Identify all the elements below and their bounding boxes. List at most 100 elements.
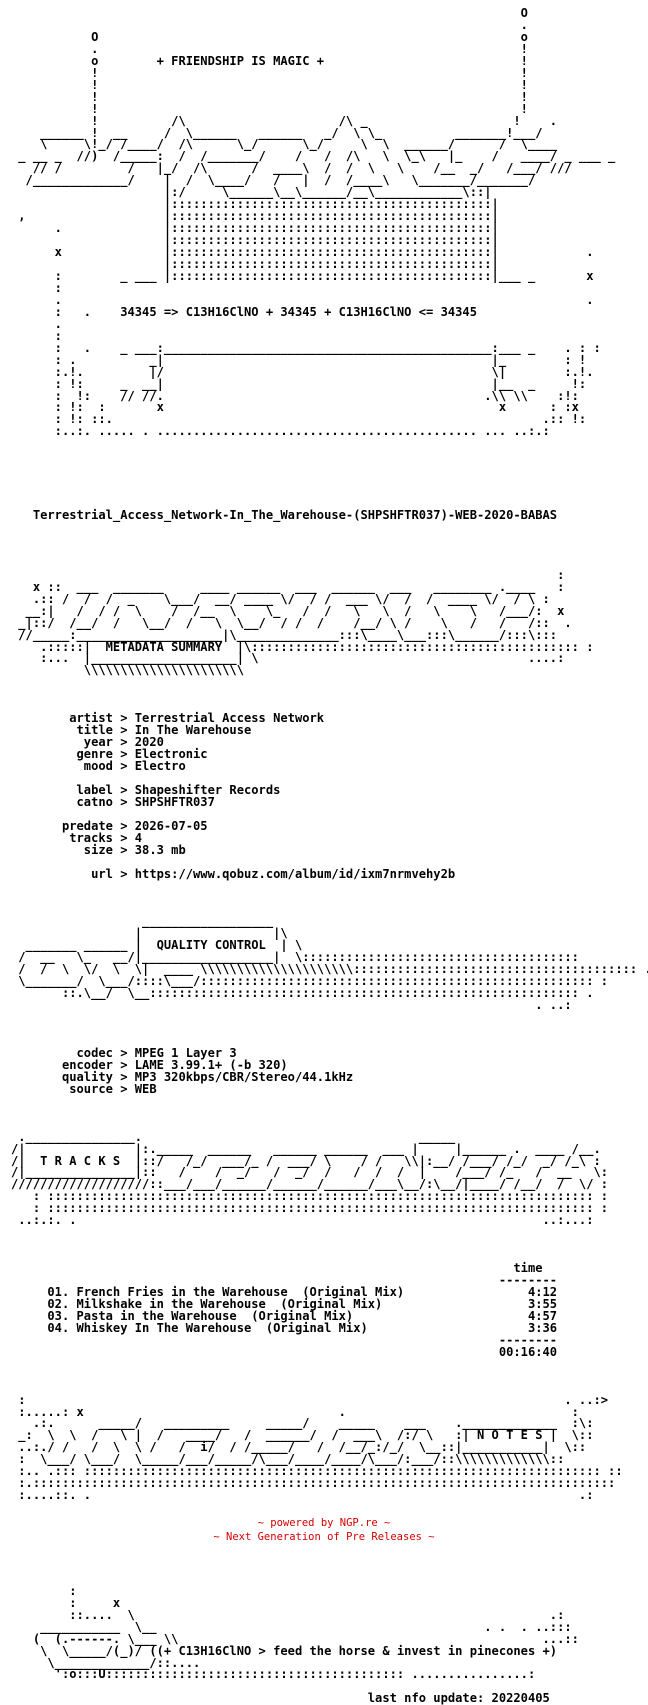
nfo-line: O — [520, 6, 528, 20]
nfo-line: / / \ \/ \ \| ____ \\\\\\\\\\\\\\\\\\\\\… — [18, 962, 648, 977]
nfo-line: _|::/ /__/ / \__/ / \ \__/ / / / /__/ \ … — [18, 615, 572, 630]
nfo-line: O o — [91, 29, 528, 44]
nfo-line: :....::. . .: — [18, 1488, 594, 1503]
nfo-line: :..:. ..... . ..........................… — [54, 424, 550, 439]
nfo-line: quality > MP3 320kbps/CBR/Stereo/44.1kHz — [61, 1069, 354, 1084]
nfo-line: ':o:::U:::::::::::::::::::::::::::::::::… — [54, 1667, 536, 1682]
nfo-line: |:::::::::::::::::::::::::::::::::::::::… — [163, 233, 499, 248]
nfo-line: url > https://www.qobuz.com/album/id/ixm… — [91, 866, 456, 881]
nfo-line: encoder > LAME 3.99.1+ (-b 320) — [61, 1057, 288, 1072]
nfo-line: codec > MPEG 1 Layer 3 — [76, 1045, 237, 1060]
nfo-line: tracks > 4 — [69, 830, 143, 845]
nfo-line: \_______/ \___/::::\___/::::::::::::::::… — [18, 974, 609, 989]
nfo-line: .:: / / / _ \___/ __/ ____ \/ / / ___ \/… — [32, 591, 550, 606]
nfo-line: : !: : x x : :x — [54, 400, 579, 415]
nfo-line: :... |____________________| \ ....: — [40, 651, 565, 666]
nfo-line: 03. Pasta in the Warehouse (Original Mix… — [47, 1308, 558, 1323]
nfo-line: ::.\__/ \__:::::::::::::::::::::::::::::… — [61, 986, 594, 1001]
nfo-line: : _ ___ |:::::::::::::::::::::::::::::::… — [54, 268, 594, 283]
nfo-line: genre > Electronic — [76, 747, 208, 762]
nfo-line: ______ ! __ / \______ ______ _/ \ \_ ___… — [40, 125, 543, 140]
nfo-line: : \___/ \___/ \_____/___/_____/\___/____… — [18, 1452, 565, 1467]
nfo-line: : — [69, 1583, 77, 1598]
nfo-line: : — [54, 328, 62, 343]
nfo-line: // / / |_/ /\ / ____\ / / \ \ /__ _/ /__… — [32, 161, 572, 176]
nfo-line: /| T R A C K S |::/ /_/ ___/_ / ___/ \ /… — [11, 1153, 601, 1168]
nfo-line: .:::::| METADATA SUMMARY |\:::::::::::::… — [40, 639, 594, 654]
nfo-line: . . — [54, 292, 594, 307]
nfo-line: title > In The Warehouse — [76, 723, 252, 738]
nfo-line: \ \!_/ /____/ /\ \_/ \_/ \ \ ______/ / \… — [40, 137, 558, 152]
nfo-line: : !: _ __| |__ _ !: — [54, 376, 587, 391]
nfo-line: last nfo update: 20220405 — [367, 1691, 550, 1705]
nfo-line: ._______________. _____ — [18, 1129, 456, 1144]
nfo-line: /| |:._____ ______ ______ ______ ___ | |… — [11, 1141, 601, 1156]
nfo-line: ///////////////////::___/___/______/____… — [11, 1177, 609, 1192]
nfo-line: ! ! — [91, 89, 528, 104]
nfo-line: /|_______________|:: / / _/ / _/ / / / /… — [11, 1165, 609, 1180]
nfo-line: : . 34345 => C13H16ClNO + 34345 + C13H16… — [54, 304, 477, 319]
nfo-line: predate > 2026-07-05 — [61, 818, 208, 833]
nfo-line: : . _ ___:______________________________… — [54, 340, 601, 355]
nfo-line: 01. French Fries in the Warehouse (Origi… — [47, 1284, 558, 1299]
nfo-line: : ::::::::::::::::::::::::::::::::::::::… — [32, 1189, 609, 1204]
nfo-line: |:::::::::::::::::::::::::::::::::::::::… — [163, 197, 499, 212]
nfo-line: |:/ \______\__\______/__\____________\::… — [163, 185, 492, 200]
nfo-line: ! ! — [91, 101, 528, 116]
nfo-line: -------- — [498, 1332, 558, 1347]
nfo-line: Terrestrial_Access_Network-In_The_Wareho… — [32, 508, 558, 523]
nfo-line: __:| / / / \ / /__ \ \_ / / \ \ / \ \ /_… — [25, 603, 565, 618]
nfo-line: time — [513, 1261, 543, 1276]
nfo-line: :.::::::::::::::::::::::::::::::::::::::… — [18, 1476, 616, 1491]
nfo-line: x :: ___ _______ ____ ______ ___ ______ … — [32, 579, 565, 594]
footer-powered-by: ~ powered by NGP.re ~ — [257, 1517, 391, 1529]
nfo-line: : — [557, 567, 565, 582]
nfo-line: 00:16:40 — [498, 1344, 558, 1359]
nfo-line: ! /\ /\ _ ! . — [91, 113, 558, 128]
nfo-line: -------- — [498, 1273, 558, 1288]
nfo-line: . |:::::::::::::::::::::::::::::::::::::… — [54, 221, 499, 236]
nfo-line: \\\\\\\\\\\\\\\\\\\\\\ — [83, 663, 244, 678]
nfo-line: ! ! — [91, 77, 528, 92]
nfo-line: : !: ::. .:: !: — [54, 412, 587, 427]
nfo-line: catno > SHPSHFTR037 — [76, 794, 215, 809]
nfo-line: : — [54, 280, 62, 295]
nfo-line: 02. Milkshake in the Warehouse (Original… — [47, 1296, 558, 1311]
nfo-line: 04. Whiskey In The Warehouse (Original M… — [47, 1320, 558, 1335]
nfo-line: :.....: x . : — [18, 1404, 579, 1419]
nfo-line: .:. _____/ _________ _____/ _____ ___ ._… — [32, 1416, 594, 1431]
nfo-line: x |:::::::::::::::::::::::::::::::::::::… — [54, 245, 594, 260]
nfo-line: _ __ _ //) /_____: / /_______/ / / /\ \ … — [18, 149, 616, 164]
nfo-line: . ..: — [535, 998, 572, 1013]
footer-tagline: ~ Next Generation of Pre Releases ~ — [213, 1531, 435, 1543]
nfo-viewer: { "nfo_lines": [ " O", " .", " O — [11, 6, 648, 1705]
nfo-line: mood > Electro — [83, 759, 186, 774]
nfo-line: . ! — [91, 41, 528, 56]
nfo-text: O . O o . — [11, 6, 648, 1705]
nfo-line: ! ! — [91, 65, 528, 80]
nfo-line: :.. .::: :::::::::::::::::::::::::::::::… — [18, 1464, 623, 1479]
nfo-line: o + FRIENDSHIP IS MAGIC + ! — [91, 53, 528, 68]
nfo-line: . — [520, 17, 528, 32]
nfo-line: . — [54, 316, 62, 331]
nfo-line: , |:::::::::::::::::::::::::::::::::::::… — [18, 209, 499, 224]
nfo-line: : . _| |_ : ! — [54, 352, 587, 367]
nfo-line: : !: // //. .\\ \\ :!: — [54, 388, 579, 403]
nfo-line: year > 2020 — [83, 735, 164, 750]
nfo-line: source > WEB — [69, 1081, 157, 1096]
nfo-line: / __ \_ __/|__________________| \:::::::… — [18, 950, 579, 965]
nfo-line: _______ ______ | QUALITY CONTROL | \ — [25, 938, 303, 953]
nfo-line: | |\ — [134, 926, 288, 941]
nfo-line: __________________ — [142, 914, 274, 929]
nfo-line: : . ..:> — [18, 1392, 609, 1407]
nfo-line: : ::::::::::::::::::::::::::::::::::::::… — [32, 1201, 609, 1216]
nfo-line: size > 38.3 mb — [83, 842, 186, 857]
nfo-line: ..:.:. . ..:...: — [18, 1213, 594, 1228]
nfo-line: :.!. |/ \| :.!. — [54, 364, 594, 379]
nfo-line: label > Shapeshifter Records — [76, 782, 281, 797]
nfo-line: _: \ \ / \ | / ____/ / ______/ / ___\ /:… — [18, 1428, 594, 1443]
nfo-line: ..:./ / / \ \ / / i/ / /_____/ / /__/_:/… — [18, 1440, 587, 1455]
nfo-line: artist > Terrestrial Access Network — [69, 711, 325, 726]
nfo-line: |:::::::::::::::::::::::::::::::::::::::… — [163, 257, 499, 272]
nfo-line: //_____:____________________|\__________… — [18, 627, 558, 642]
